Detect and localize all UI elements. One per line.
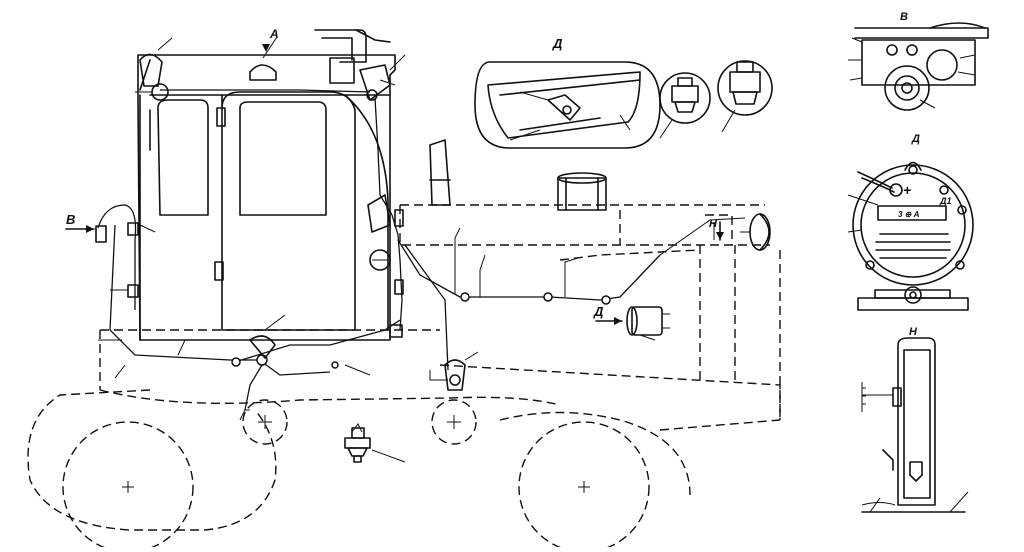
v-arrow-main <box>65 225 95 233</box>
label-a-main: А <box>269 27 279 41</box>
lower-sensor <box>429 351 479 391</box>
gen-d1: Д1 <box>939 196 952 206</box>
roof-beacon <box>314 29 391 84</box>
label-h-inset: Н <box>909 326 918 338</box>
detail-pressure-sensor-1 <box>659 72 711 139</box>
d-arrow-main <box>595 317 623 325</box>
roof-wiper-motor <box>359 54 406 101</box>
temperature-sensor-detail <box>344 423 406 463</box>
road-wheels <box>99 389 561 445</box>
gen-plate: 3 ⊕ А <box>898 210 920 219</box>
label-d-inset: Д <box>911 133 920 145</box>
cab <box>137 54 396 341</box>
detail-headlamp-housing <box>474 61 661 149</box>
left-side-harness <box>95 204 260 379</box>
cab-lamp-a <box>249 36 278 81</box>
starter-relay <box>626 306 670 341</box>
exhaust-pipe <box>429 139 451 206</box>
air-intake <box>557 172 607 211</box>
label-d-top: Д <box>552 36 563 51</box>
lower-harness <box>231 314 401 421</box>
inset-radiator <box>861 337 969 513</box>
rear-lamp <box>135 37 173 101</box>
front-headlight <box>740 213 771 251</box>
label-v-main: В <box>66 212 75 227</box>
h-box-main <box>705 214 733 245</box>
label-d-main: Д <box>593 304 604 319</box>
label-h-main: Н <box>709 218 718 230</box>
right-track <box>499 411 781 552</box>
a-arrow <box>262 44 270 52</box>
left-track <box>27 389 277 552</box>
inset-v-assembly <box>848 22 989 111</box>
cab-harness <box>160 89 746 371</box>
inset-generator <box>847 161 974 311</box>
detail-pressure-sensor-2 <box>717 60 773 133</box>
label-v-inset: В <box>900 11 908 23</box>
tractor-frame <box>99 204 781 420</box>
cab-rear-switchgear <box>367 194 404 338</box>
gen-plus: + <box>903 182 911 198</box>
